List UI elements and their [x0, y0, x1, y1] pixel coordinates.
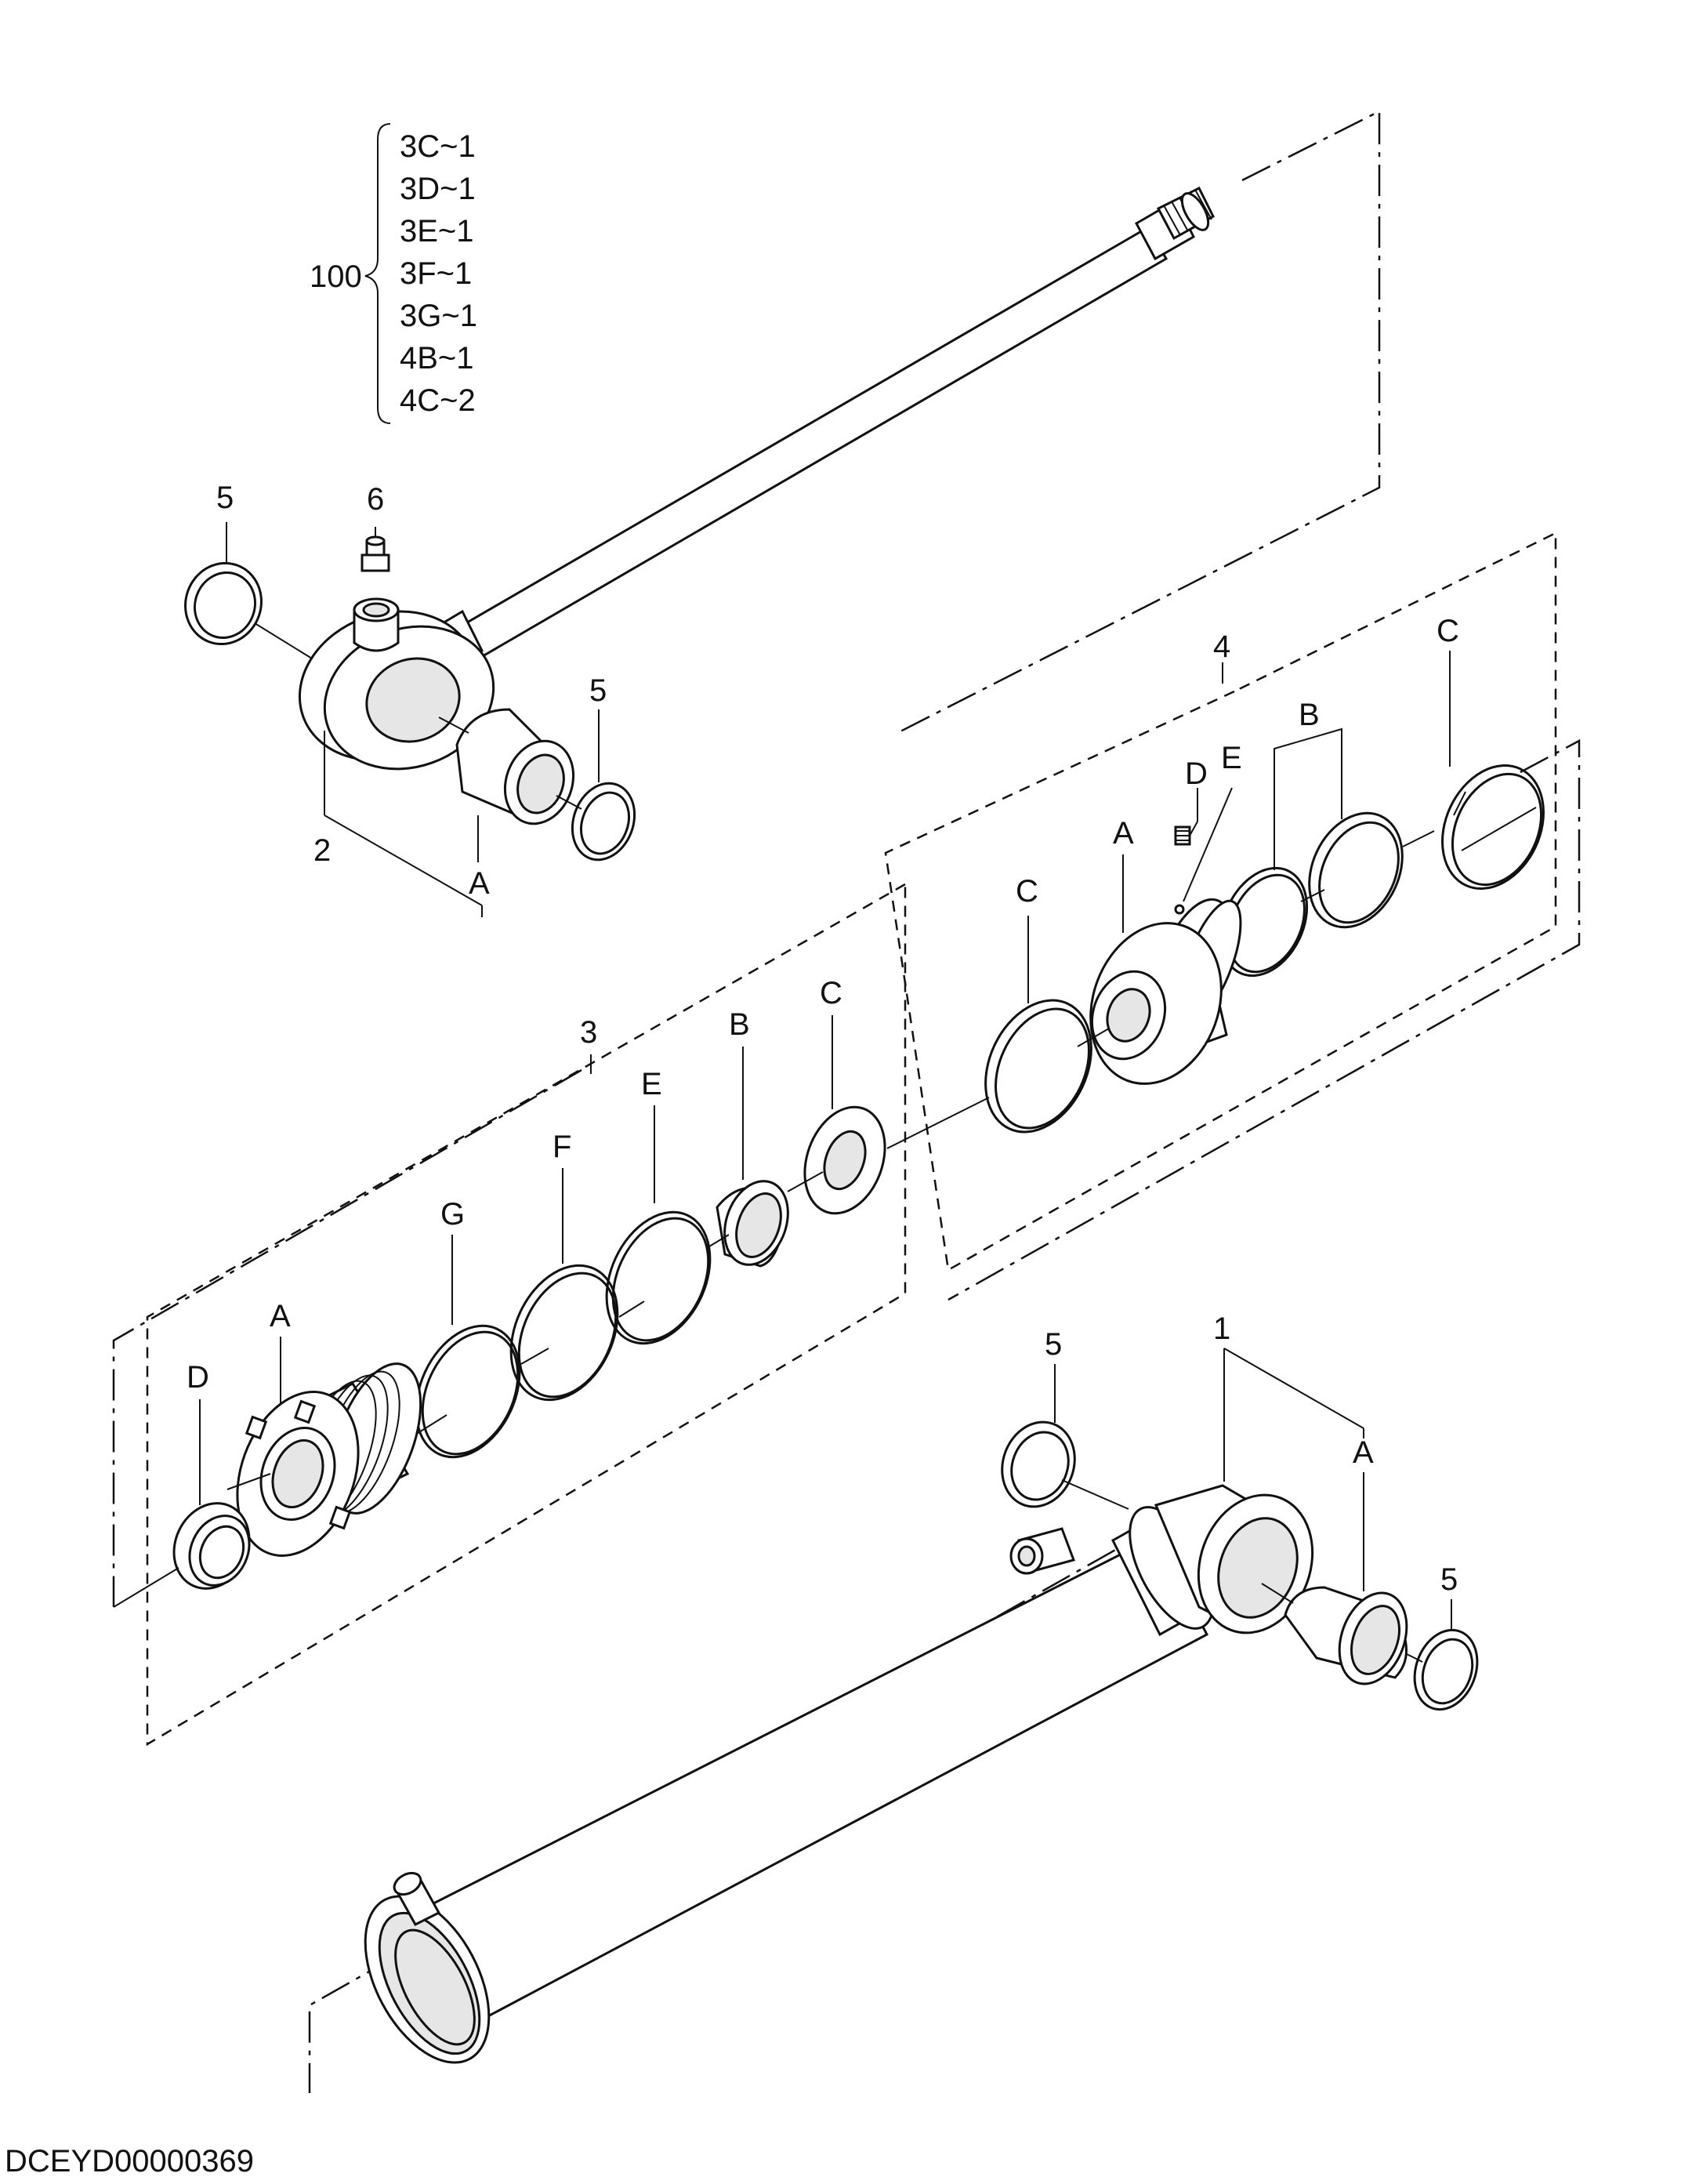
callout-head-a: A	[270, 1299, 291, 1333]
piston-ring-c-right	[1441, 651, 1545, 891]
callout-head-d: D	[187, 1360, 209, 1395]
rod-bushing-seal-ring	[556, 709, 636, 862]
callout-rod-bushing: A	[469, 866, 490, 901]
head-ring-g	[415, 1235, 521, 1459]
head-seal-d	[113, 1399, 251, 1608]
callout-rod-seal-top: 5	[216, 481, 234, 515]
piston-ring-c-left	[984, 916, 1110, 1134]
head-ring-f	[509, 1168, 619, 1402]
callout-piston-c-left: C	[1016, 874, 1038, 909]
piston-rod	[428, 186, 1215, 673]
tube-seal-ring-right	[1406, 1599, 1479, 1711]
head-bushing	[708, 1047, 789, 1268]
grease-fitting	[361, 527, 390, 572]
callout-grease-fitting: 6	[367, 482, 384, 517]
rod-bushing	[438, 708, 575, 862]
kit-item: 3C~1	[400, 129, 476, 164]
callout-piston-ring-c: C	[1437, 614, 1459, 648]
callout-tube-assembly: 1	[1213, 1311, 1230, 1346]
leader-line	[886, 1097, 990, 1149]
callout-head-e: E	[641, 1067, 662, 1101]
head-dust-seal	[787, 1015, 886, 1215]
cylinder-tube	[364, 1348, 1314, 2064]
kit-item: 3F~1	[400, 256, 472, 291]
callout-piston-group: 4	[1213, 629, 1230, 664]
head-group-boundary	[112, 883, 907, 1747]
kit-item: 4B~1	[400, 341, 474, 375]
callout-tube-bushing: A	[1353, 1435, 1374, 1470]
callout-head-g: G	[440, 1197, 465, 1232]
tube-seal-ring-top	[1001, 1364, 1129, 1510]
kit-brace	[364, 123, 391, 424]
callout-piston-e: E	[1221, 741, 1242, 775]
kit-item: 3G~1	[400, 299, 477, 333]
callout-rod-assembly: 2	[313, 833, 331, 868]
rod-eye-seal-ring	[184, 522, 313, 659]
drawing-id: DCEYD00000369	[5, 2144, 254, 2179]
kit-item: 3E~1	[400, 214, 474, 249]
callout-head-f: F	[553, 1130, 571, 1164]
callout-tube-seal-top: 5	[1045, 1327, 1062, 1362]
rod-eye	[298, 597, 495, 771]
callout-piston-a: A	[1113, 816, 1134, 851]
tube-bracket	[1223, 1348, 1364, 1438]
callout-piston-ring-b: B	[1299, 698, 1320, 732]
tube-bushing	[1261, 1472, 1408, 1685]
piston-group-boundary	[884, 531, 1581, 1301]
callout-head-group: 3	[580, 1015, 597, 1050]
kit-item: 4C~2	[400, 383, 476, 418]
callout-head-b: B	[729, 1007, 750, 1042]
callout-tube-seal-right: 5	[1440, 1562, 1458, 1597]
callout-piston-d: D	[1185, 756, 1208, 791]
cylinder-head-gland	[226, 1337, 422, 1557]
head-ring-e	[605, 1105, 712, 1345]
rod-group-boundary	[897, 109, 1381, 735]
callout-rod-bushing-seal: 5	[589, 673, 607, 708]
callout-head-c: C	[820, 976, 842, 1010]
piston-set-screw	[1174, 787, 1233, 915]
rod-assembly-bracket	[324, 731, 483, 917]
kit-item: 3D~1	[400, 172, 476, 206]
piston-body	[1089, 854, 1242, 1085]
piston-ring-b-outer	[1308, 811, 1404, 929]
kit-number: 100	[310, 259, 362, 294]
